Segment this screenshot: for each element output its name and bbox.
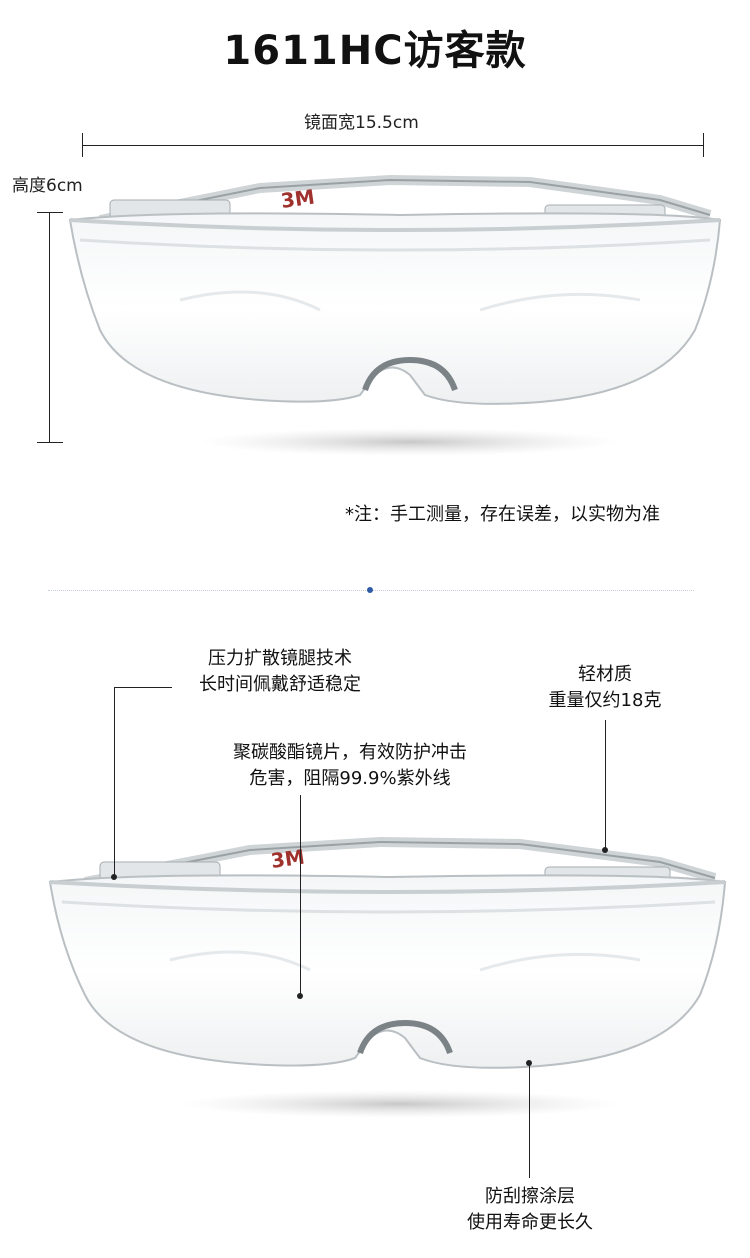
width-dimension-tick-right (703, 133, 704, 157)
callout-temple-tech-dot (111, 874, 117, 880)
callout-polycarbonate-line2: 危害，阻隔99.9%紫外线 (249, 768, 451, 789)
height-label: 高度6cm (12, 176, 83, 196)
callout-lightweight-dot (602, 847, 608, 853)
callout-scratch-line1: 防刮擦涂层 (485, 1186, 575, 1207)
callout-lightweight-line1: 轻材质 (578, 664, 632, 685)
callout-scratch-line2: 使用寿命更长久 (467, 1212, 593, 1233)
callout-lightweight-leader (605, 720, 606, 850)
callout-scratch-leader (529, 1063, 530, 1178)
callout-temple-tech-leader-v (114, 687, 115, 877)
callout-lightweight-line2: 重量仅约18克 (548, 690, 662, 711)
safety-glasses-feature-image: 3M (48, 836, 727, 1118)
height-dimension-line (49, 212, 50, 442)
callout-lightweight: 轻材质 重量仅约18克 (530, 662, 680, 714)
callout-temple-tech-line2: 长时间佩戴舒适稳定 (199, 674, 361, 695)
callout-polycarbonate-leader (300, 795, 301, 995)
divider-dot (367, 587, 373, 593)
height-dimension-tick-top (37, 212, 63, 213)
height-dimension-tick-bottom (37, 442, 63, 443)
width-dimension-tick-left (82, 133, 83, 157)
width-dimension-line (82, 145, 704, 146)
callout-temple-tech: 压力扩散镜腿技术 长时间佩戴舒适稳定 (170, 646, 390, 698)
width-label: 镜面宽15.5cm (304, 113, 419, 133)
callout-scratch: 防刮擦涂层 使用寿命更长久 (420, 1184, 640, 1236)
safety-glasses-front-image: 3M (68, 174, 722, 456)
callout-polycarbonate: 聚碳酸酯镜片，有效防护冲击 危害，阻隔99.9%紫外线 (190, 740, 510, 792)
callout-temple-tech-leader-h (114, 687, 172, 688)
page-title: 1611HC访客款 (223, 28, 527, 74)
callout-temple-tech-line1: 压力扩散镜腿技术 (208, 648, 352, 669)
measurement-note: *注：手工测量，存在误差，以实物为准 (345, 504, 660, 525)
callout-polycarbonate-dot (297, 993, 303, 999)
brand-logo: 3M (279, 184, 316, 212)
callout-polycarbonate-line1: 聚碳酸酯镜片，有效防护冲击 (233, 742, 467, 763)
